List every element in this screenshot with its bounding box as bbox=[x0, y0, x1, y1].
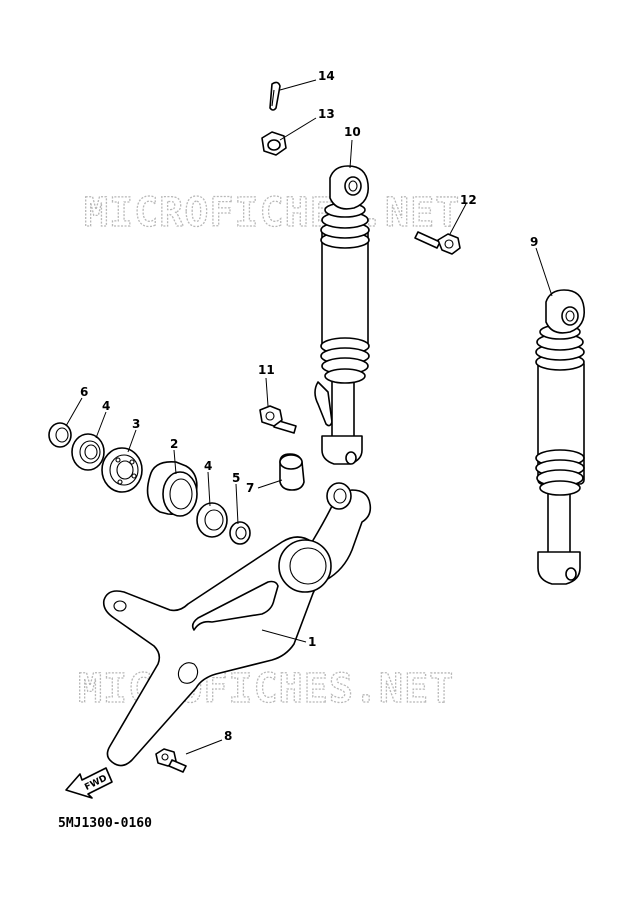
part-5-seal bbox=[229, 521, 251, 545]
diagram-code: 5MJ1300-0160 bbox=[58, 816, 152, 831]
part-12-bolt bbox=[414, 231, 461, 255]
part-13-nut bbox=[261, 131, 287, 156]
part-4-bearing-lower bbox=[196, 502, 228, 538]
callout-4-upper: 4 bbox=[102, 399, 110, 413]
callout-5: 5 bbox=[232, 471, 240, 485]
callout-1: 1 bbox=[308, 635, 316, 649]
part-7-collar bbox=[279, 453, 305, 491]
callout-8: 8 bbox=[224, 729, 232, 743]
part-3-bearing bbox=[101, 447, 143, 493]
callout-6: 6 bbox=[80, 385, 88, 399]
part-2-spacer bbox=[146, 460, 198, 517]
part-11-bolt bbox=[259, 405, 297, 434]
callout-12: 12 bbox=[460, 193, 477, 207]
part-8-bolt bbox=[155, 748, 187, 773]
callout-11: 11 bbox=[258, 363, 275, 377]
part-9-shock-absorber bbox=[535, 289, 586, 585]
callout-numbers: 14 13 10 12 9 11 6 4 3 2 4 5 7 1 8 bbox=[80, 69, 538, 743]
callout-3: 3 bbox=[132, 417, 140, 431]
part-1-relay-arm bbox=[102, 482, 372, 767]
part-4-bearing-upper bbox=[71, 433, 105, 471]
callout-10: 10 bbox=[344, 125, 361, 139]
part-14-cotter-pin bbox=[269, 81, 281, 111]
watermark-top: MICROFICHES.NET bbox=[84, 190, 460, 236]
callout-13: 13 bbox=[318, 107, 335, 121]
callout-7: 7 bbox=[246, 481, 254, 495]
fwd-arrow-icon: FWD bbox=[65, 767, 113, 799]
callout-4-lower: 4 bbox=[204, 459, 212, 473]
part-10-shock-absorber bbox=[314, 165, 370, 465]
callout-14: 14 bbox=[318, 69, 335, 83]
callout-leaders bbox=[65, 79, 553, 755]
part-6-seal bbox=[48, 422, 72, 448]
callout-2: 2 bbox=[170, 437, 178, 451]
callout-9: 9 bbox=[530, 235, 538, 249]
